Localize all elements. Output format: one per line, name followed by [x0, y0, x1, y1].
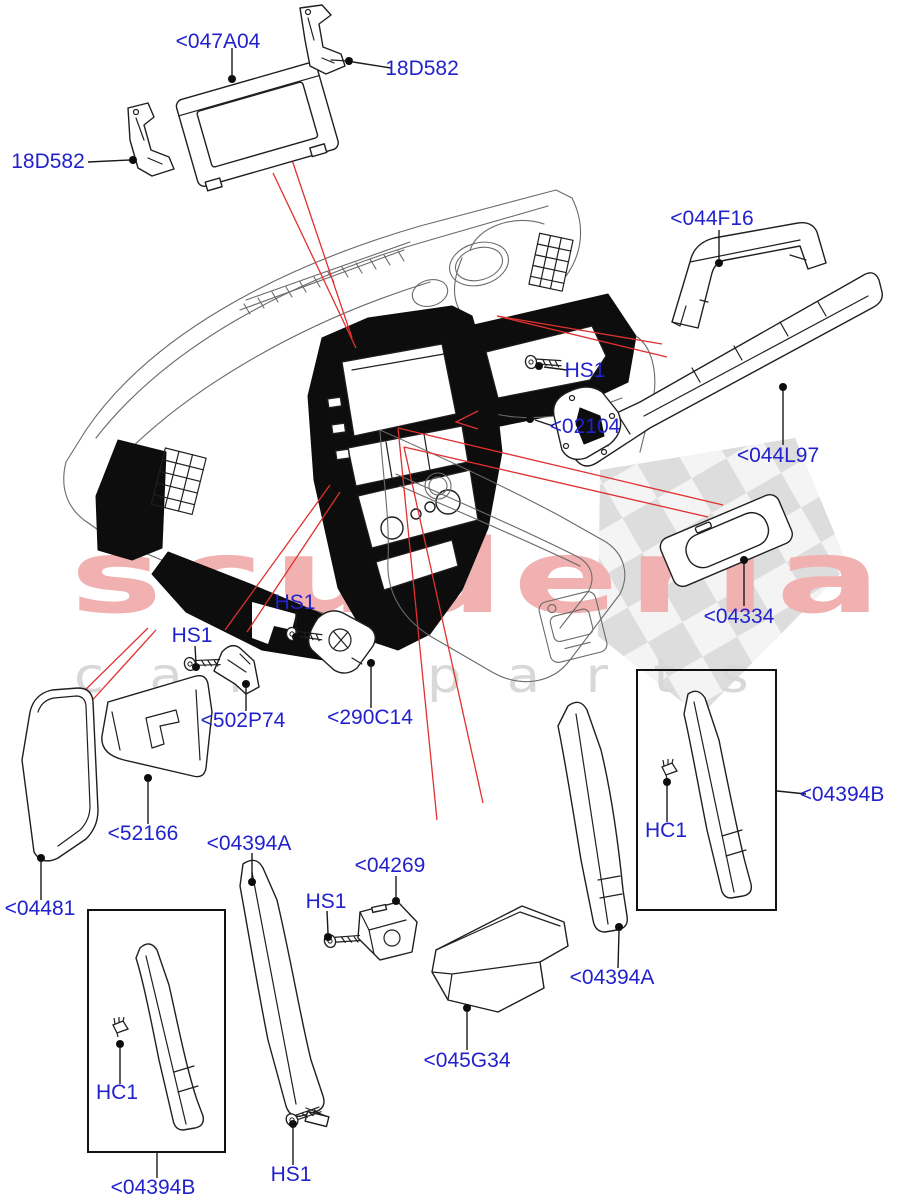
left-side-vent [150, 447, 207, 516]
screw-bottom-label: HS1 [271, 1163, 312, 1186]
lower-trim-rail-label: <044L97 [737, 444, 819, 467]
screw-center-label: HS1 [275, 591, 316, 614]
center-console [379, 429, 626, 683]
red-locator-lines [74, 156, 724, 821]
display-bracket-right-part [299, 4, 350, 75]
part-code-labels: <047A04 18D582 18D582 <044F16 HS1 <02104… [5, 30, 885, 1199]
pillar-trim-right-part [557, 701, 628, 933]
display-unit-label: <047A04 [176, 30, 261, 53]
pillar-trim-boxed-right-label: <04394B [800, 783, 885, 806]
leader-lines [37, 48, 807, 1178]
display-bracket-left-label: 18D582 [11, 150, 85, 173]
bracket-290c14-part [307, 610, 376, 674]
bracket-502p74-label: <502P74 [201, 709, 286, 732]
bracket-290c14-label: <290C14 [327, 706, 413, 729]
bracket-04269-label: <04269 [355, 854, 426, 877]
end-panel-upper-label: <52166 [108, 822, 179, 845]
trim-plate-label: <04334 [704, 605, 775, 628]
end-panel-upper-part [101, 674, 213, 778]
end-panel-outer-part [21, 687, 99, 862]
mounting-bracket-part [552, 386, 622, 461]
display-bracket-left-part [127, 102, 175, 177]
pillar-trim-boxed-right [636, 669, 777, 911]
clip-left-label: HC1 [96, 1081, 138, 1104]
clip-right-label: HC1 [645, 819, 687, 842]
end-panel-outer-label: <04481 [5, 897, 76, 920]
mounting-bracket-label: <02104 [550, 415, 621, 438]
clip-right [661, 758, 678, 780]
display-bracket-right-label: 18D582 [385, 57, 459, 80]
screw-lower-center-label: HS1 [306, 890, 347, 913]
pillar-trim-boxed-left [87, 909, 226, 1153]
pillar-trim-center-label: <04394A [207, 832, 292, 855]
screw-center-left-label: HS1 [172, 624, 213, 647]
screw-right-label: HS1 [565, 359, 606, 382]
defroster-vent [239, 241, 411, 315]
trim-plate-part [659, 494, 793, 588]
glovebox-insert-part [431, 905, 569, 1013]
left-end-panel [95, 439, 167, 561]
upper-cover-label: <044F16 [670, 207, 754, 230]
detail-box-right [636, 669, 777, 911]
pillar-trim-boxed-left-label: <04394B [111, 1176, 196, 1199]
right-side-vent [528, 232, 574, 292]
clip-left [112, 1016, 129, 1038]
display-unit-part [175, 62, 339, 192]
pillar-trim-right-label: <04394A [570, 966, 655, 989]
bracket-04269-part [357, 901, 418, 961]
checkered-flag-watermark [598, 438, 848, 716]
glovebox-insert-label: <045G34 [424, 1049, 511, 1072]
